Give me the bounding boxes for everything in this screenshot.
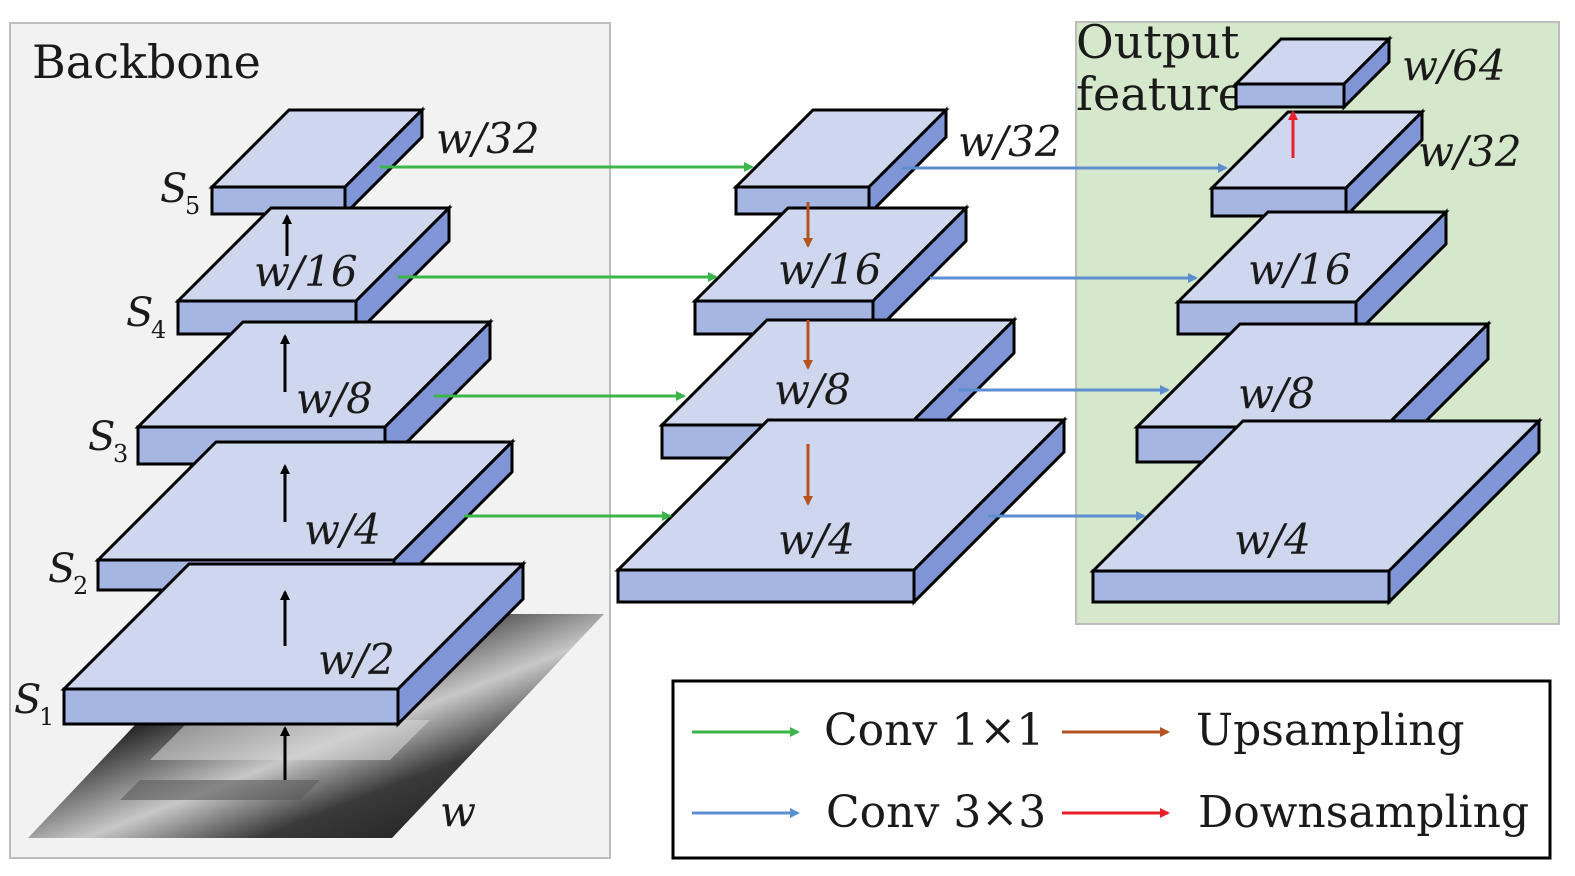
legend-conv1x1-label: Conv 1×1 [824, 705, 1044, 756]
legend: Conv 1×1 Upsampling Conv 3×3 Downsamplin… [671, 679, 1552, 860]
backbone-slab-w4 [94, 438, 516, 594]
middle-slab-w4 [614, 416, 1068, 606]
svg-text:2: 2 [73, 572, 88, 600]
middle-label-w16: w/16 [778, 245, 882, 294]
stage-label-s1: S 1 [14, 677, 54, 731]
output-label-w64: w/64 [1402, 41, 1506, 90]
backbone-label-w2: w/2 [318, 635, 395, 684]
slab-side-face [343, 106, 424, 218]
slab-side-face [912, 416, 1066, 606]
slab-side-face [1342, 35, 1391, 111]
backbone-title: Backbone [32, 35, 261, 89]
output-layer-labels: w/4 w/8 w/16 w/32 w/64 [1234, 41, 1522, 564]
svg-text:S: S [48, 546, 75, 592]
slab-side-face [396, 560, 525, 728]
middle-slab-w32 [732, 106, 950, 218]
svg-text:5: 5 [185, 192, 200, 220]
output-label-w8: w/8 [1238, 369, 1315, 418]
svg-text:S: S [160, 166, 187, 212]
output-slab-w64 [1232, 35, 1393, 111]
backbone-slab-w32 [208, 106, 426, 218]
legend-downsampling-label: Downsampling [1198, 787, 1529, 838]
slab-front-face [1091, 569, 1391, 604]
backbone-label-w16: w/16 [254, 247, 358, 296]
slab-front-face [62, 687, 400, 726]
legend-conv3x3-label: Conv 3×3 [826, 787, 1046, 838]
backbone-slab-w2 [60, 560, 527, 728]
output-slab-w4 [1089, 417, 1543, 606]
output-label-w4: w/4 [1234, 515, 1311, 564]
feature-layers [60, 35, 1543, 728]
slab-side-face [1344, 108, 1424, 220]
stage-label-s3: S 3 [88, 414, 128, 468]
legend-upsampling-label: Upsampling [1196, 705, 1465, 756]
slab-side-face [1387, 417, 1541, 606]
legend-box [671, 679, 1552, 860]
middle-label-w8: w/8 [774, 365, 851, 414]
output-label-w16: w/16 [1248, 245, 1352, 294]
output-label-w32: w/32 [1418, 127, 1522, 176]
stage-label-s5: S 5 [160, 166, 200, 220]
input-image [28, 614, 604, 838]
backbone-slab-w8 [134, 318, 494, 468]
slab-front-face [616, 568, 916, 604]
middle-layer-labels: w/4 w/8 w/16 w/32 [774, 117, 1062, 564]
input-label-w: w [440, 787, 476, 836]
slab-side-face [867, 106, 948, 218]
svg-text:S: S [14, 677, 41, 723]
stage-label-s2: S 2 [48, 546, 88, 600]
middle-label-w4: w/4 [778, 515, 855, 564]
connections [280, 110, 1298, 780]
slab-front-face [1234, 82, 1346, 109]
svg-text:3: 3 [113, 440, 128, 468]
stage-label-s4: S 4 [126, 290, 166, 344]
backbone-label-w4: w/4 [304, 505, 381, 554]
output-title-line2: feature [1076, 67, 1245, 121]
backbone-layer-labels: w/2 w/4 w/8 w/16 w/32 w [254, 114, 540, 836]
svg-text:4: 4 [151, 316, 166, 344]
svg-text:1: 1 [39, 703, 54, 731]
output-slab-w16 [1174, 208, 1450, 338]
middle-slab-w16 [691, 204, 970, 338]
middle-label-w32: w/32 [958, 117, 1062, 166]
backbone-label-w32: w/32 [436, 114, 540, 163]
svg-text:S: S [126, 290, 153, 336]
stage-labels: S 1 S 2 S 3 S 4 S 5 [14, 166, 200, 731]
backbone-label-w8: w/8 [296, 374, 373, 423]
svg-text:S: S [88, 414, 115, 460]
output-title-line1: Output [1076, 15, 1240, 69]
